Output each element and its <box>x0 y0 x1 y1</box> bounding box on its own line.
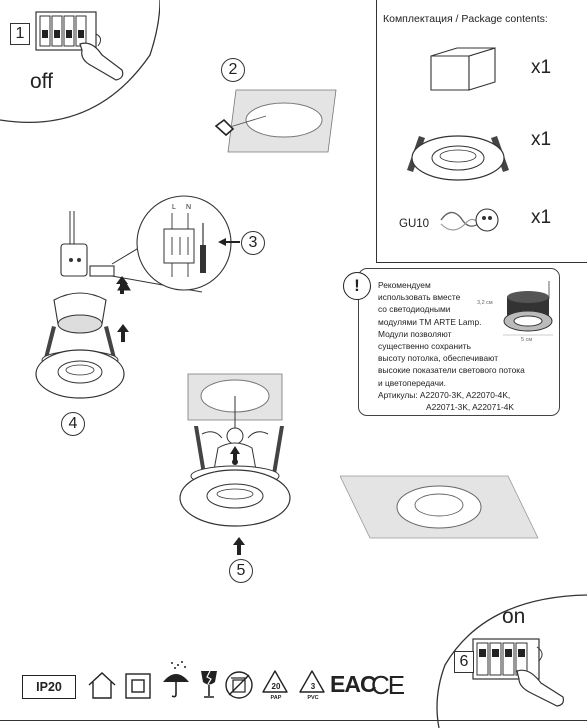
live-label: L <box>172 204 176 211</box>
frame-quantity: x1 <box>531 129 552 150</box>
note-line: со светодиодными <box>378 304 451 315</box>
power-on-illustration <box>436 594 587 728</box>
screwdriver-icon <box>200 245 206 273</box>
pointer-arrow <box>218 238 240 246</box>
class-ii-icon <box>125 673 151 699</box>
pap-number: 20 <box>271 682 281 691</box>
note-line: высоту потолка, обеспечивают <box>378 353 499 364</box>
wiring-detail-circle <box>136 195 232 291</box>
step-1-number: 1 <box>10 23 30 45</box>
house-icon <box>88 672 116 699</box>
footer-divider <box>0 720 587 721</box>
gu10-connector-icon <box>60 243 88 277</box>
alert-icon: ! <box>343 272 371 300</box>
power-off-illustration <box>0 0 160 123</box>
note-line: высокие показатели светового потока <box>378 365 525 376</box>
led-module-icon <box>503 281 553 336</box>
neutral-label: N <box>186 204 192 211</box>
box-quantity: x1 <box>531 57 552 78</box>
package-contents-panel: Комплектация / Package contents: x1 x1 G… <box>376 0 587 263</box>
pvc-number: 3 <box>310 682 316 691</box>
socket-quantity: x1 <box>531 207 552 228</box>
ceiling-mount-illustration <box>179 373 291 527</box>
ce-icon: CE <box>371 670 405 700</box>
step-6-number: 6 <box>454 651 474 673</box>
pvc-label: PVC <box>307 695 319 701</box>
installed-downlight-illustration <box>340 475 539 539</box>
note-line: модулями ТМ ARTE Lamp. <box>378 316 482 327</box>
note-line: Артикулы: A22070-3K, A22070-4K, <box>378 389 511 400</box>
gu10-label: GU10 <box>399 218 430 230</box>
broken-glass-icon <box>201 670 217 698</box>
off-label: off <box>30 70 53 93</box>
note-line: существенно сохранить <box>378 341 471 352</box>
note-line: A22071-3K, A22071-4K <box>426 402 515 413</box>
up-arrow-5 <box>233 537 245 560</box>
spring-clip-icon <box>214 118 235 137</box>
step-3-number: 3 <box>241 231 265 255</box>
no-household-waste-icon <box>225 671 253 699</box>
dimension-width: 5 см <box>521 337 533 343</box>
eac-icon: EAC <box>330 671 377 697</box>
note-line: и цветопередачи. <box>378 377 446 388</box>
up-arrow-4 <box>117 324 129 347</box>
pap-label: PAP <box>270 695 282 701</box>
hand-icon <box>516 669 564 707</box>
recycle-pap-icon <box>262 670 288 693</box>
recommendation-note: ! Рекомендуем использовать вместе со све… <box>343 268 560 416</box>
step-5-number: 5 <box>229 559 253 583</box>
recycle-pvc-icon <box>299 670 325 693</box>
on-label: on <box>502 605 526 628</box>
gu10-socket-icon <box>440 208 499 232</box>
step-4-number: 4 <box>61 412 85 436</box>
ceiling-cutout-illustration <box>214 89 337 153</box>
step-2-number: 2 <box>221 58 245 82</box>
note-text: Рекомендуем использовать вместе со свето… <box>378 279 556 413</box>
note-line: Модули позволяют <box>378 328 452 339</box>
dimension-height: 3,2 см <box>477 300 493 306</box>
note-line: использовать вместе <box>378 292 461 303</box>
lamp-install-illustration <box>35 292 125 399</box>
note-line: Рекомендуем <box>378 280 431 290</box>
up-arrow-3 <box>116 276 128 294</box>
hand-icon <box>79 42 124 81</box>
umbrella-rain-icon <box>163 661 189 698</box>
box-icon <box>430 47 496 91</box>
ip-rating-badge: IP20 <box>22 675 76 699</box>
package-title: Комплектация / Package contents: <box>383 13 548 25</box>
downlight-frame-icon <box>407 135 509 181</box>
